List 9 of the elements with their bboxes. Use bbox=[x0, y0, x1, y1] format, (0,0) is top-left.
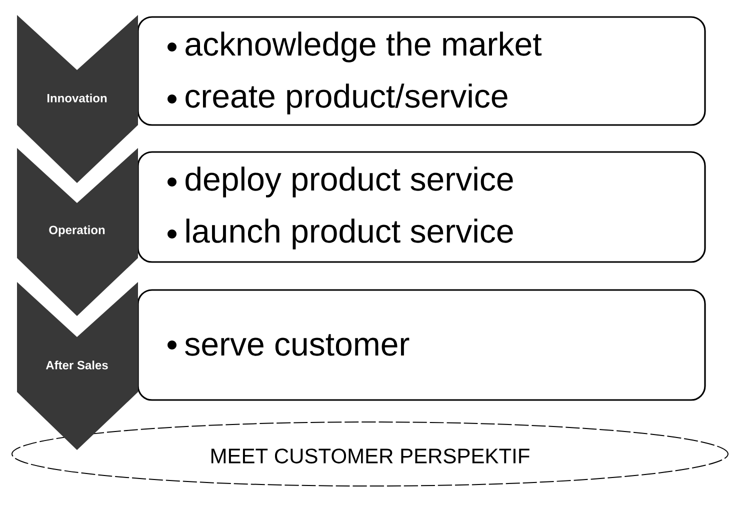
process-step: After Sales bbox=[17, 282, 138, 450]
process-step: Innovation bbox=[17, 15, 138, 183]
process-step: Operation bbox=[17, 148, 138, 316]
text-box: acknowledge the market create product/service bbox=[137, 16, 706, 126]
node-label: Operation bbox=[49, 225, 105, 237]
node-label: After Sales bbox=[46, 360, 108, 370]
node-label: Innovation bbox=[47, 94, 107, 102]
text-box: deploy product service launch product service bbox=[137, 151, 706, 263]
text-box: serve customer bbox=[137, 289, 706, 401]
